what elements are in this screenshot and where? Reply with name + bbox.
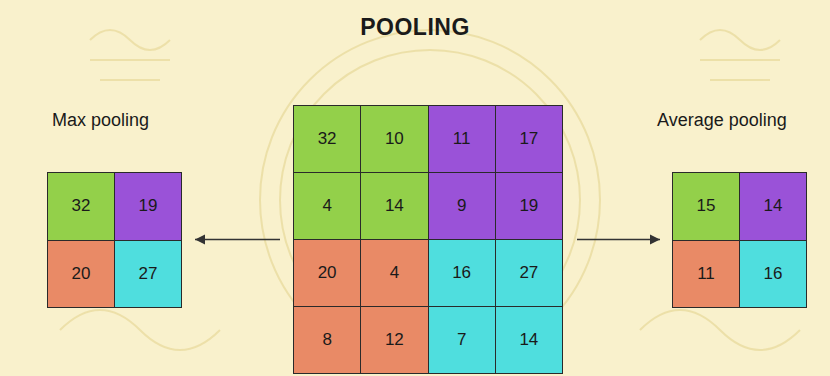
- cell-value: 14: [764, 196, 783, 216]
- grid-cell: 19: [114, 172, 182, 241]
- cell-value: 12: [385, 330, 404, 350]
- flow-arrow: [195, 235, 280, 245]
- cell-value: 4: [322, 196, 331, 216]
- cell-value: 4: [390, 263, 399, 283]
- grid-heading: Average pooling: [657, 110, 787, 131]
- cell-value: 20: [318, 263, 337, 283]
- grid-cell: 4: [360, 239, 428, 307]
- cell-value: 19: [519, 196, 538, 216]
- grid-cell: 32: [293, 105, 361, 173]
- cell-value: 32: [72, 196, 91, 216]
- grid-cell: 20: [47, 240, 115, 309]
- grid-cell: 10: [360, 105, 428, 173]
- cell-value: 16: [452, 263, 471, 283]
- grid-cell: 19: [495, 172, 563, 240]
- pooling-grid: Average pooling15141116: [672, 172, 806, 307]
- grid-cell: 11: [672, 240, 740, 309]
- cell-value: 10: [385, 129, 404, 149]
- cell-value: 27: [519, 263, 538, 283]
- cell-value: 19: [139, 196, 158, 216]
- cell-value: 16: [764, 264, 783, 284]
- cell-value: 9: [457, 196, 466, 216]
- cell-value: 14: [519, 330, 538, 350]
- grid-cell: 11: [428, 105, 496, 173]
- cell-value: 11: [697, 264, 715, 284]
- grid-cell: 27: [114, 240, 182, 309]
- flow-arrow: [577, 235, 660, 245]
- cell-value: 7: [457, 330, 466, 350]
- grid-cell: 9: [428, 172, 496, 240]
- diagram-title: POOLING: [0, 14, 830, 41]
- grid-cell: 20: [293, 239, 361, 307]
- cell-value: 8: [322, 330, 331, 350]
- cell-value: 15: [697, 196, 716, 216]
- grid-cell: 14: [739, 172, 807, 241]
- grid-cell: 32: [47, 172, 115, 241]
- grid-cell: 14: [495, 306, 563, 374]
- cell-value: 11: [453, 129, 471, 149]
- grid-cell: 15: [672, 172, 740, 241]
- cell-value: 32: [318, 129, 337, 149]
- cell-value: 17: [519, 129, 538, 149]
- grid-cell: 17: [495, 105, 563, 173]
- grid-cell: 27: [495, 239, 563, 307]
- grid-cell: 16: [428, 239, 496, 307]
- grid-cell: 14: [360, 172, 428, 240]
- cell-value: 14: [385, 196, 404, 216]
- grid-heading: Max pooling: [52, 110, 149, 131]
- grid-cell: 4: [293, 172, 361, 240]
- cell-value: 20: [72, 264, 91, 284]
- grid-cell: 7: [428, 306, 496, 374]
- grid-cell: 12: [360, 306, 428, 374]
- cell-value: 27: [139, 264, 158, 284]
- pooling-grid: Max pooling32192027: [47, 172, 181, 307]
- grid-cell: 16: [739, 240, 807, 309]
- pooling-grid: 32 10 11 17 4 14 9 19 20 4 16 27 8 12 7 14: [293, 105, 562, 373]
- grid-cell: 8: [293, 306, 361, 374]
